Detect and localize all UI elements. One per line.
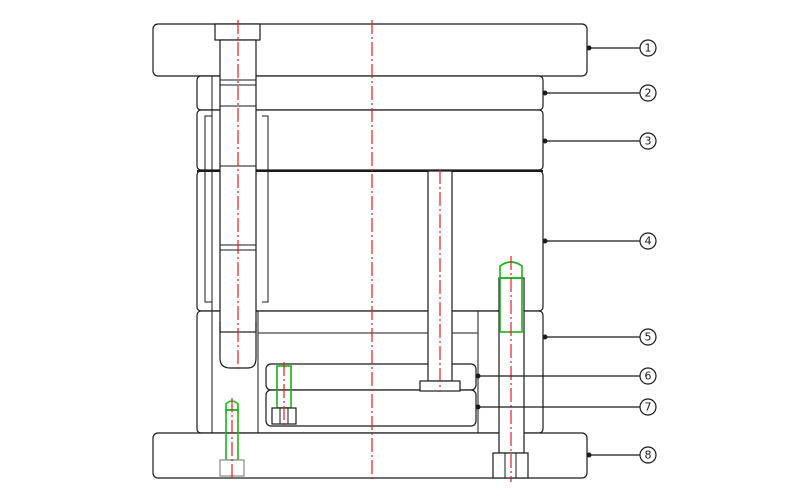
callout-8: 8 <box>586 446 657 464</box>
callout-5-label: 5 <box>645 331 652 344</box>
callout-3: 3 <box>542 132 657 150</box>
callout-1-label: 1 <box>645 42 652 55</box>
callout-8-balloon <box>639 446 657 464</box>
callout-1-balloon <box>639 39 657 57</box>
callout-2-balloon <box>639 84 657 102</box>
callout-5-balloon <box>639 328 657 346</box>
long-socket-screw <box>492 256 529 482</box>
callout-4-label: 4 <box>645 235 652 248</box>
callout-7-balloon <box>639 398 657 416</box>
callout-2: 2 <box>542 84 657 102</box>
callout-7: 7 <box>475 398 657 416</box>
callout-3-label: 3 <box>645 135 652 148</box>
callout-4-balloon <box>639 232 657 250</box>
guide-pin <box>204 20 269 372</box>
bottom-plate-screw <box>219 398 245 480</box>
callout-6: 6 <box>475 367 657 385</box>
callout-3-balloon <box>639 132 657 150</box>
ejector-plate-screw <box>271 362 297 428</box>
callout-6-balloon <box>639 367 657 385</box>
callout-1: 1 <box>586 39 657 57</box>
callout-5: 5 <box>542 328 657 346</box>
callout-4: 4 <box>542 232 657 250</box>
callout-6-label: 6 <box>645 370 652 383</box>
callout-8-label: 8 <box>645 449 652 462</box>
callout-2-label: 2 <box>645 87 652 100</box>
ejector-plate <box>265 389 477 427</box>
callout-7-label: 7 <box>645 401 652 414</box>
return-pin <box>419 170 461 392</box>
